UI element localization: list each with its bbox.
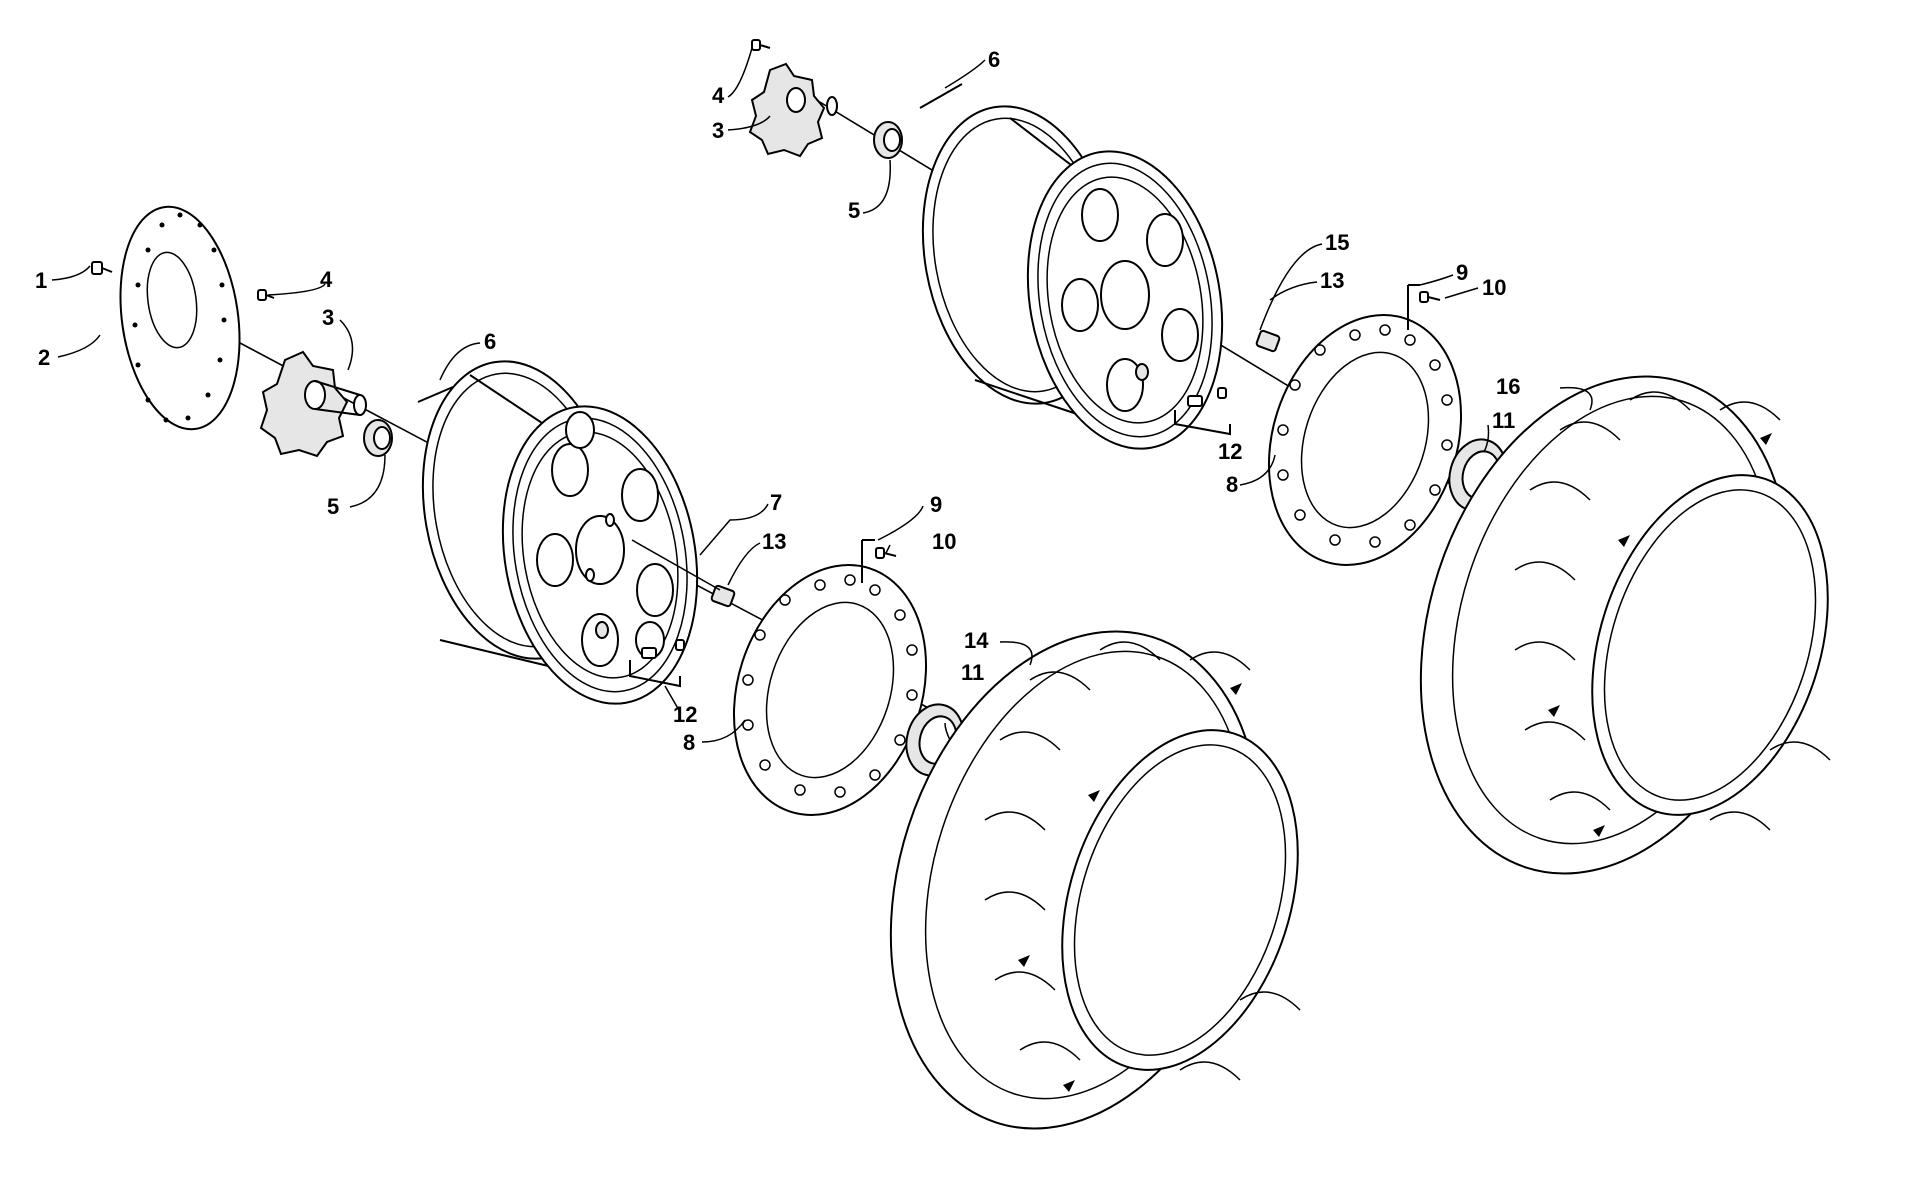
leader-lines	[51, 47, 1593, 743]
callout-9: 9	[930, 492, 942, 517]
castle-nut	[363, 419, 393, 457]
valve-stem-kit	[629, 639, 685, 688]
rear-hub-bolt	[751, 39, 771, 51]
callout-11: 11	[961, 660, 984, 685]
wheel-hub	[259, 350, 367, 458]
rear-cotter-pin	[919, 83, 963, 109]
beadlock-ring	[732, 563, 928, 817]
rear-callout-12: 12	[1218, 439, 1242, 464]
disc-bolt	[91, 261, 113, 275]
callout-12: 12	[673, 702, 697, 727]
callout-8: 8	[683, 730, 695, 755]
rear-tire	[1419, 375, 1831, 875]
callout-1: 1	[35, 268, 47, 293]
rear-callout-5: 5	[848, 198, 860, 223]
rear-callout-8: 8	[1226, 472, 1238, 497]
lug-nut	[710, 584, 736, 608]
callout-2: 2	[38, 345, 50, 370]
callout-7: 7	[770, 490, 782, 515]
front-valve-axis	[631, 539, 721, 591]
callout-3: 3	[322, 305, 334, 330]
rear-valve-stem-kit	[1174, 387, 1231, 436]
callout-5: 5	[327, 494, 339, 519]
callout-13: 13	[762, 529, 786, 554]
rear-callout-3: 3	[712, 118, 724, 143]
beadlock-bolt	[861, 539, 897, 583]
rear-wheel-assembly	[748, 39, 1831, 875]
callout-labels: 1 2 4 3 6 5 7 13 12 8 9 10 11 14 4 3 5 6…	[35, 47, 1520, 755]
rear-lug-nut	[1255, 329, 1281, 353]
rear-beadlock-bolt	[1407, 284, 1441, 330]
rear-callout-4: 4	[712, 83, 725, 108]
rear-callout-13: 13	[1320, 268, 1344, 293]
rear-callout-16: 16	[1496, 374, 1520, 399]
rear-callout-9: 9	[1456, 260, 1468, 285]
front-wheel-rim	[421, 360, 699, 705]
rear-callout-11: 11	[1492, 408, 1515, 433]
callout-14: 14	[964, 628, 989, 653]
rear-wheel-hub	[748, 62, 838, 158]
callout-6: 6	[484, 329, 496, 354]
brake-disc	[119, 205, 241, 431]
front-wheel-assembly	[91, 205, 1301, 1130]
rear-callout-6: 6	[988, 47, 1000, 72]
callout-10: 10	[932, 529, 956, 554]
rear-callout-10: 10	[1482, 275, 1506, 300]
rear-wheel-rim	[921, 105, 1224, 450]
callout-4: 4	[320, 267, 333, 292]
rear-castle-nut	[873, 121, 903, 159]
front-tire	[889, 630, 1301, 1130]
hub-bolt	[257, 289, 275, 301]
rear-callout-15: 15	[1325, 230, 1349, 255]
